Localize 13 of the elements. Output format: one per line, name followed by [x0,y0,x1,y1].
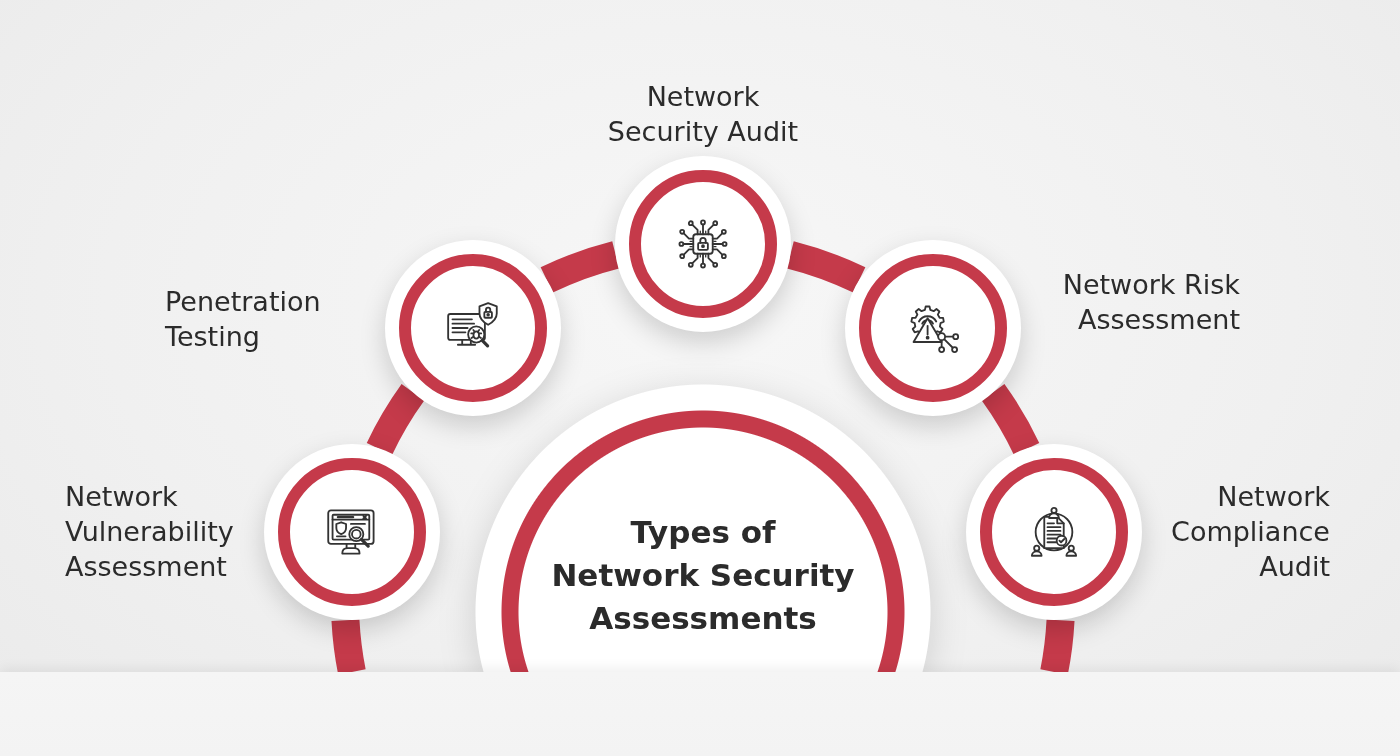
arc-connector [540,241,620,293]
arc-connector [1040,619,1075,675]
step-label: Network Vulnerability Assessment [65,480,235,584]
step-label: Network Security Audit [606,80,800,149]
arc-connector [981,384,1040,456]
step-label: Penetration Testing [165,285,322,354]
hub-title: Types of Network Security Assessments [550,513,856,638]
arc-connector [786,241,866,293]
arc-connector [331,619,366,675]
floor-band [0,672,1400,756]
arc-connector [366,384,425,456]
step-label: Network Risk Assessment [1061,268,1240,337]
step-label: Network Compliance Audit [1170,480,1330,584]
